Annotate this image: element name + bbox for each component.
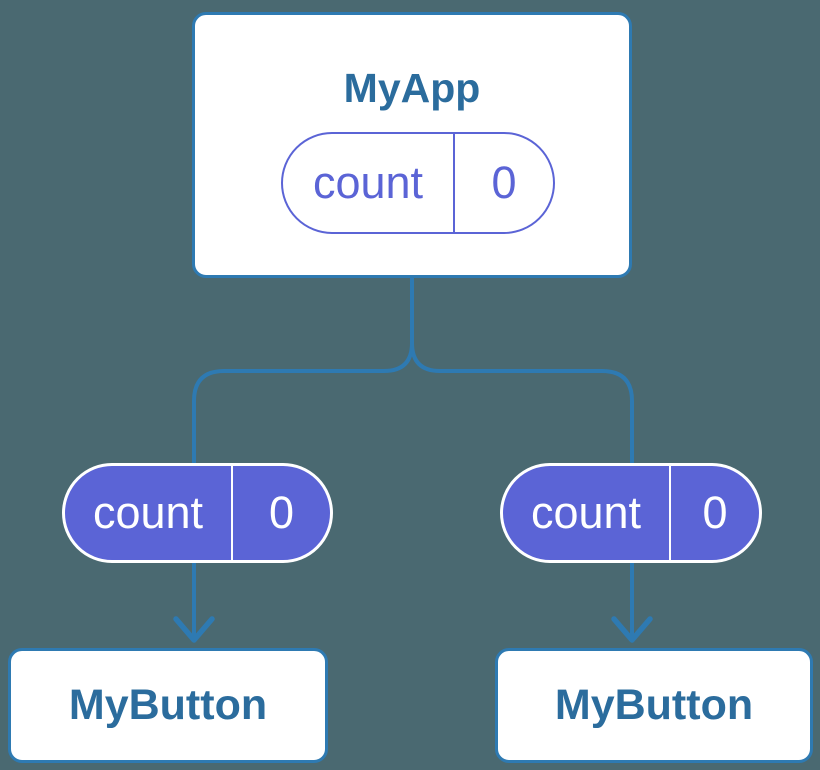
branch-right-line bbox=[410, 342, 634, 637]
prop-name-label: count bbox=[312, 157, 424, 208]
prop-value-label: 0 bbox=[669, 466, 759, 560]
prop-value-label: 0 bbox=[453, 134, 553, 232]
prop-pill-right: count 0 bbox=[500, 463, 762, 563]
prop-name-label: count bbox=[92, 487, 204, 538]
prop-name-label: count bbox=[530, 487, 642, 538]
node-mybutton-left: MyButton bbox=[8, 648, 328, 763]
myapp-state-pill: count 0 bbox=[281, 132, 555, 234]
branch-left-line bbox=[192, 342, 414, 637]
node-mybutton-title: MyButton bbox=[68, 681, 268, 729]
node-mybutton-right: MyButton bbox=[495, 648, 813, 763]
prop-pill-left: count 0 bbox=[62, 463, 333, 563]
arrowhead-left-icon bbox=[173, 616, 215, 643]
node-myapp-title: MyApp bbox=[343, 65, 481, 111]
node-mybutton-title: MyButton bbox=[554, 681, 754, 729]
node-myapp: MyApp count 0 bbox=[192, 12, 632, 278]
prop-value-label: 0 bbox=[231, 466, 330, 560]
arrowhead-right-icon bbox=[611, 616, 653, 643]
